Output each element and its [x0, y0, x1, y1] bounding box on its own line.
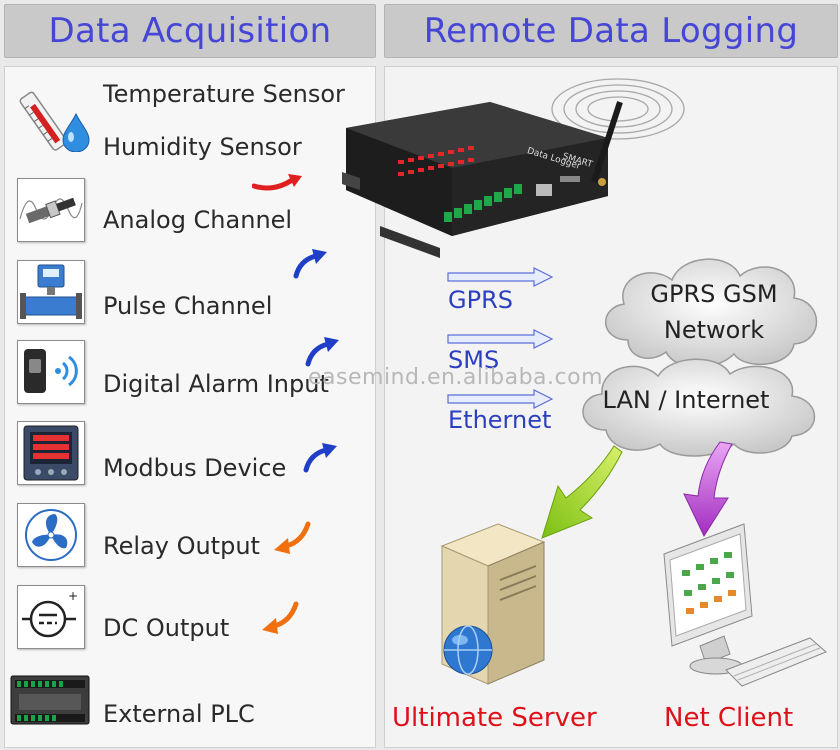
item-label-digital-alarm: Digital Alarm Input: [103, 370, 329, 398]
power-meter-icon: [17, 421, 85, 485]
arrow-sms: [447, 329, 554, 349]
flow-meter-icon: [17, 260, 85, 324]
arrow-gprs: [447, 267, 554, 287]
header-left-title: Data Acquisition: [48, 11, 332, 51]
arrow-in-temperature: [252, 174, 302, 191]
item-label-modbus: Modbus Device: [103, 454, 287, 482]
item-label-pulse: Pulse Channel: [103, 292, 273, 320]
water-drop-icon: [60, 112, 92, 156]
protocol-label-gprs: GPRS: [448, 286, 513, 314]
protocol-label-ethernet: Ethernet: [448, 406, 552, 434]
plc-icon: [9, 670, 91, 730]
item-label-temperature: Temperature Sensor: [103, 80, 345, 108]
svg-text:+: +: [68, 589, 78, 603]
wireless-sensor-icon: [17, 340, 85, 404]
header-right-title: Remote Data Logging: [423, 11, 799, 51]
thermometer-icon: [14, 88, 104, 156]
arrow-out-dc: [262, 601, 299, 634]
caption-server: Ultimate Server: [392, 703, 597, 733]
server-icon: [428, 520, 558, 690]
item-label-analog: Analog Channel: [103, 206, 293, 234]
header-data-acquisition: Data Acquisition: [4, 4, 376, 58]
item-label-relay: Relay Output: [103, 532, 260, 560]
arrow-in-analog: [293, 249, 327, 279]
data-logger-device: SMART Data Logger: [340, 98, 630, 263]
radio-waves-icon: [551, 78, 685, 140]
arrow-ethernet: [447, 389, 554, 409]
gsm-cloud-label: GPRS GSM Network: [634, 276, 794, 348]
arrow-out-relay: [274, 521, 311, 554]
fan-icon: [17, 503, 85, 567]
internet-cloud: [582, 358, 816, 457]
dc-symbol-icon: +: [17, 585, 85, 649]
gsm-cloud-line1: GPRS GSM: [650, 280, 778, 308]
protocol-label-sms: SMS: [448, 346, 500, 374]
gsm-cloud-line2: Network: [663, 316, 765, 344]
header-remote-data-logging: Remote Data Logging: [384, 4, 838, 58]
sensor-probe-icon: [17, 178, 85, 242]
internet-cloud-label: LAN / Internet: [602, 386, 770, 414]
arrow-to-server: [541, 445, 623, 539]
item-label-humidity: Humidity Sensor: [103, 133, 302, 161]
arrow-in-modbus: [303, 443, 337, 473]
item-label-dc-output: DC Output: [103, 614, 230, 642]
caption-client: Net Client: [664, 703, 794, 733]
arrow-in-pulse: [305, 337, 339, 367]
arrow-to-client: [683, 441, 733, 538]
watermark-text: easemind.en.alibaba.com: [308, 365, 604, 390]
client-computer-icon: [640, 520, 830, 700]
item-label-plc: External PLC: [103, 700, 255, 728]
